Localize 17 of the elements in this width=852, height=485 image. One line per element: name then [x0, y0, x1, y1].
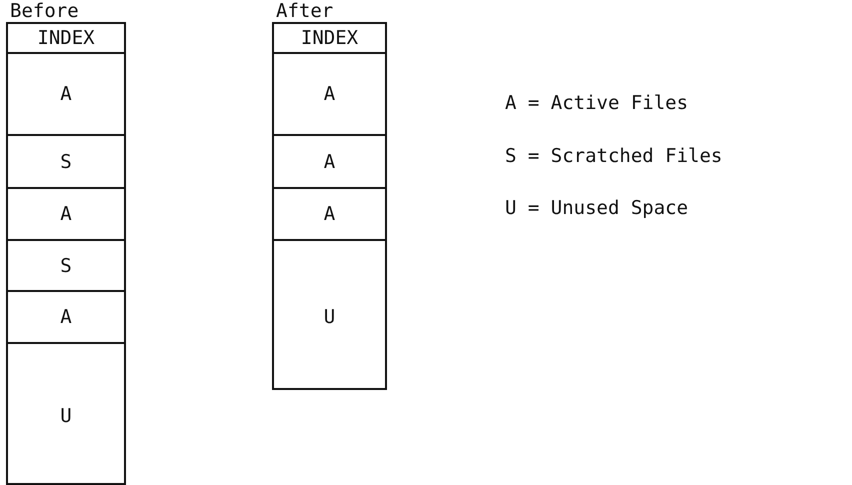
cell-label: A	[324, 83, 336, 105]
cell-label: A	[324, 203, 336, 225]
cell-label: A	[60, 83, 72, 105]
cell-label: U	[324, 306, 336, 328]
cell-label: S	[60, 150, 72, 172]
legend-text: U = Unused Space	[505, 197, 688, 219]
cell-label: A	[324, 150, 336, 172]
cell-label: S	[60, 254, 72, 276]
cell-label: A	[60, 203, 72, 225]
cell-label: INDEX	[37, 27, 95, 49]
cell-label: INDEX	[300, 27, 358, 49]
legend-text: A = Active Files	[505, 92, 688, 114]
legend-text: S = Scratched Files	[505, 145, 722, 167]
cell-label: A	[60, 306, 72, 328]
cell-label: U	[60, 404, 72, 426]
column-heading: Before	[10, 0, 79, 22]
column-heading: After	[276, 0, 334, 22]
